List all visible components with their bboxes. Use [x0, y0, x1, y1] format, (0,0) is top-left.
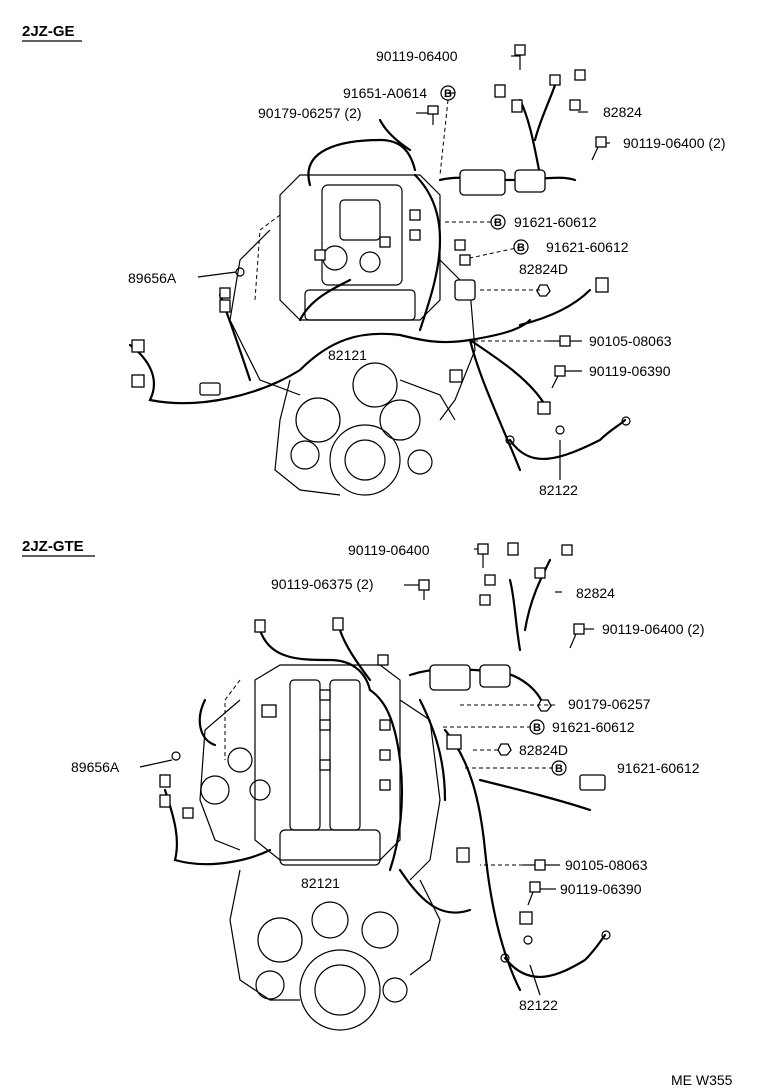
part-label: 91621-60612	[546, 239, 629, 255]
section-title: 2JZ-GE	[22, 23, 75, 40]
bolt-icons	[171, 543, 585, 906]
section-2jz-gte: 2JZ-GTE	[22, 538, 704, 1031]
part-label: 90179-06257	[568, 696, 651, 712]
b-badge-icon	[551, 760, 567, 776]
callouts: 90119-06400 91651-A0614 B 90179-06257 (2…	[128, 48, 725, 498]
b-badge-icon	[440, 85, 456, 101]
part-label: 82122	[519, 997, 558, 1013]
part-label: 90119-06400	[376, 48, 458, 64]
part-label: 90119-06400 (2)	[623, 135, 725, 151]
part-label: 90105-08063	[589, 333, 672, 349]
part-label: 82122	[539, 482, 578, 498]
part-label: 90119-06390	[560, 881, 642, 897]
engine-illustration	[199, 664, 441, 1031]
connectors	[159, 542, 606, 925]
wire-harness-82121	[163, 558, 592, 992]
badge-text: B	[517, 242, 525, 254]
part-label: 90179-06257 (2)	[258, 105, 362, 121]
part-label: 91621-60612	[514, 214, 597, 230]
ground-strap-82122	[500, 930, 611, 979]
part-label: 91651-A0614	[343, 85, 427, 101]
part-label: 89656A	[71, 759, 120, 775]
part-label: 90105-08063	[565, 857, 648, 873]
section-title: 2JZ-GTE	[22, 538, 84, 555]
callouts: 90119-06400 90119-06375 (2) 82824 90119-…	[71, 542, 704, 1013]
part-label: 82824D	[519, 742, 568, 758]
ground-strap-82122	[505, 416, 631, 461]
b-badge-icon	[490, 214, 506, 230]
part-label: 82824	[603, 104, 642, 120]
part-label: 90119-06400	[348, 542, 430, 558]
wire-harness-82121	[128, 83, 592, 472]
leader-lines	[197, 55, 610, 480]
part-label: 91621-60612	[617, 760, 700, 776]
part-label: 91621-60612	[552, 719, 635, 735]
part-label: 82121	[328, 347, 367, 363]
badge-text: B	[444, 88, 452, 100]
part-label: 82121	[301, 875, 340, 891]
badge-text: B	[533, 722, 541, 734]
part-label: 82824	[576, 585, 615, 601]
part-label: 90119-06375 (2)	[271, 576, 373, 592]
leader-lines	[139, 548, 594, 996]
diagram-code: ME W355	[671, 1072, 733, 1088]
part-label: 82824D	[519, 261, 568, 277]
section-2jz-ge: 2JZ-GE	[22, 23, 725, 498]
connectors	[131, 69, 609, 415]
badge-text: B	[494, 217, 502, 229]
part-label: 89656A	[128, 270, 177, 286]
b-badge-icon	[513, 239, 529, 255]
badge-text: B	[555, 763, 563, 775]
bolt-icons	[235, 44, 607, 389]
b-badge-icon	[529, 719, 545, 735]
engine-illustration	[229, 174, 476, 496]
part-label: 90119-06390	[589, 363, 671, 379]
part-label: 90119-06400 (2)	[602, 621, 704, 637]
